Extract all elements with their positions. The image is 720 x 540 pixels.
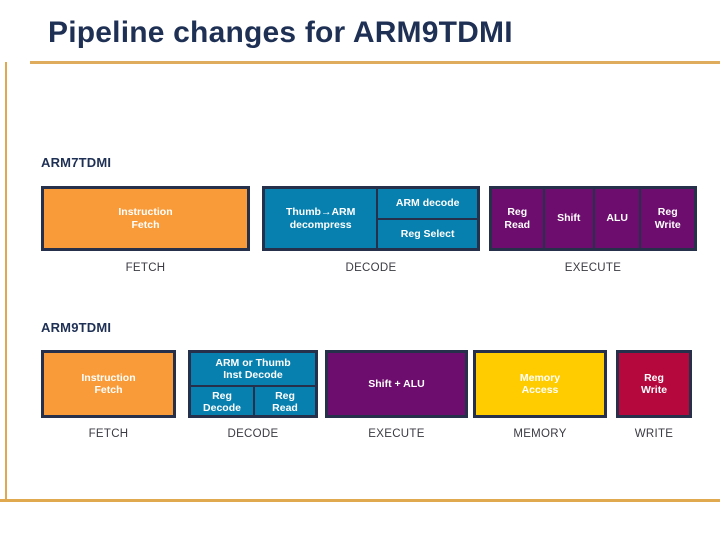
arm9-label-write: WRITE <box>634 428 674 440</box>
arm9-label-memory: MEMORY <box>513 428 567 440</box>
arm9-label-execute: EXECUTE <box>368 428 425 440</box>
arm7-decode-cell-arm-decode: ARM decode <box>395 197 460 210</box>
arm9-label-fetch: FETCH <box>88 428 129 440</box>
bottom-accent-rule <box>0 499 720 502</box>
arm7-label-fetch: FETCH <box>125 262 166 274</box>
page-title: Pipeline changes for ARM9TDMI <box>48 16 513 49</box>
arm9-execute-cell-shift-plus-alu: Shift + ALU <box>368 377 425 390</box>
section-heading-arm9: ARM9TDMI <box>41 320 112 335</box>
left-accent-rule <box>5 62 7 500</box>
section-heading-arm7: ARM7TDMI <box>41 155 112 170</box>
title-underline-rule <box>30 61 720 64</box>
arm9-stage-execute: Shift + ALU <box>325 350 468 418</box>
arm7-decode-cell-reg-select: Reg Select <box>378 217 477 249</box>
arm7-execute-cell-alu: ALU <box>593 189 639 248</box>
arm7-execute-cell-shift: Shift <box>542 189 594 248</box>
arm9-label-decode: DECODE <box>227 428 279 440</box>
arm7-label-execute: EXECUTE <box>564 262 622 274</box>
arm7-label-decode: DECODE <box>345 262 397 274</box>
